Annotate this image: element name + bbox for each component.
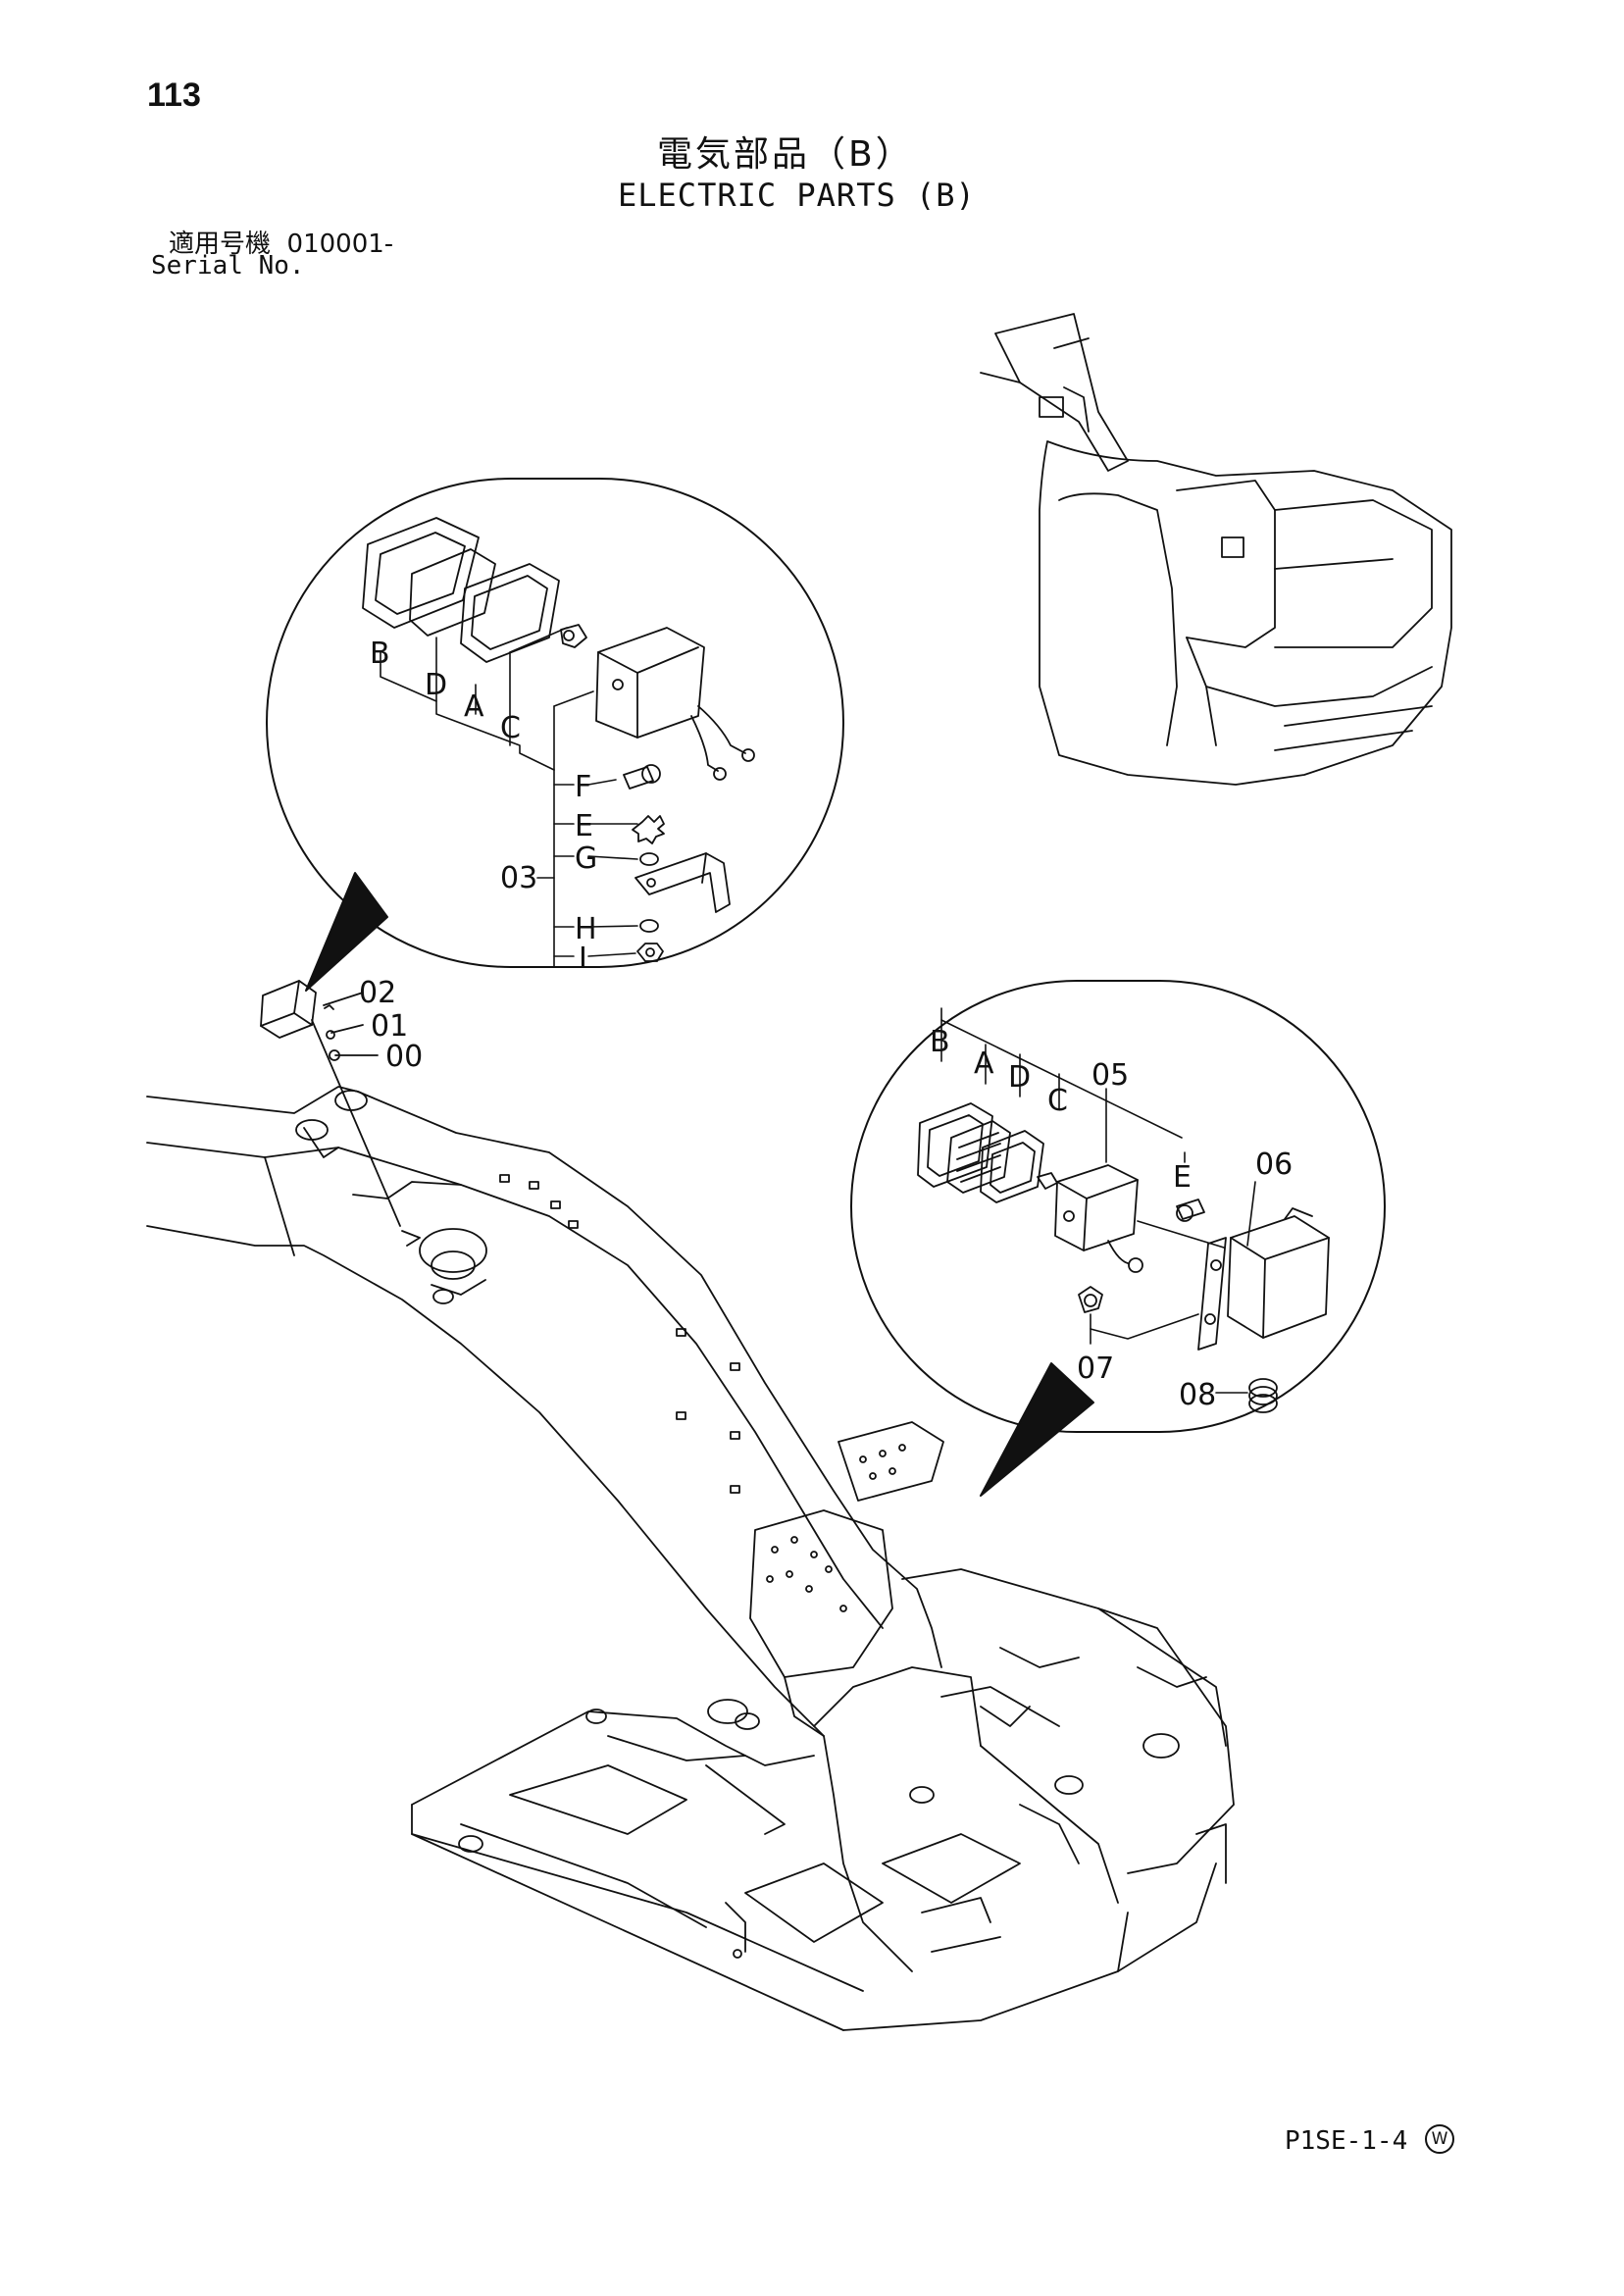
page-title-japanese: 電気部品（B） [657, 134, 914, 175]
ref-letter-a: A [464, 689, 484, 724]
figure-code: P1SE-1-4 [1285, 2126, 1408, 2156]
callout-bubble-lower [850, 980, 1386, 1497]
ref-letter-h: H [575, 912, 597, 946]
ref-letter-d: D [425, 668, 447, 702]
boom-lamp-labels: 02 01 00 [359, 976, 423, 1074]
boom-and-frame-drawing [146, 1086, 1235, 2031]
ref-letter-g: G [575, 842, 597, 876]
part-label-07: 07 [1077, 1352, 1114, 1386]
part-label-06: 06 [1255, 1148, 1293, 1182]
serial-number-value: 010001- [286, 230, 394, 259]
ref-letter-b-lower: B [930, 1025, 950, 1059]
ref-letter-c-lower: C [1047, 1084, 1068, 1118]
part-label-02: 02 [359, 976, 396, 1010]
reference-labels-lower: B A D C E 05 06 07 08 [930, 1025, 1293, 1412]
serial-label-english: Serial No. [151, 251, 305, 281]
part-label-00: 00 [385, 1040, 423, 1074]
ref-letter-i: I [579, 942, 587, 976]
serial-line: 適用号機 010001- [169, 224, 393, 260]
ref-letter-a-lower: A [974, 1046, 994, 1081]
ref-letter-c: C [500, 711, 521, 745]
page-number: 113 [147, 77, 201, 114]
work-lamp-exploded-lower [917, 1102, 1330, 1413]
ref-letter-b: B [370, 637, 390, 671]
part-label-01: 01 [371, 1009, 408, 1044]
ref-letter-f: F [575, 770, 591, 804]
leader-lines-lower [940, 1007, 1256, 1394]
reference-letters-upper: B D A C F E G H I 03 [370, 637, 597, 976]
work-lamp-exploded-upper [362, 517, 755, 962]
callout-bubble-upper [266, 478, 844, 992]
leader-lines-upper [380, 627, 638, 967]
excavator-overview [980, 313, 1452, 786]
page-title-english: ELECTRIC PARTS (B) [618, 177, 976, 214]
boom-lamp-small [260, 980, 421, 1247]
ref-letter-e-lower: E [1173, 1160, 1192, 1195]
part-label-08: 08 [1179, 1378, 1216, 1412]
assembly-label-03: 03 [500, 861, 537, 895]
w-circle-mark: W [1425, 2124, 1454, 2154]
ref-letter-e: E [575, 809, 593, 843]
part-label-05: 05 [1091, 1058, 1129, 1093]
ref-letter-d-lower: D [1008, 1060, 1031, 1095]
serial-label-japanese: 適用号機 [169, 230, 272, 259]
